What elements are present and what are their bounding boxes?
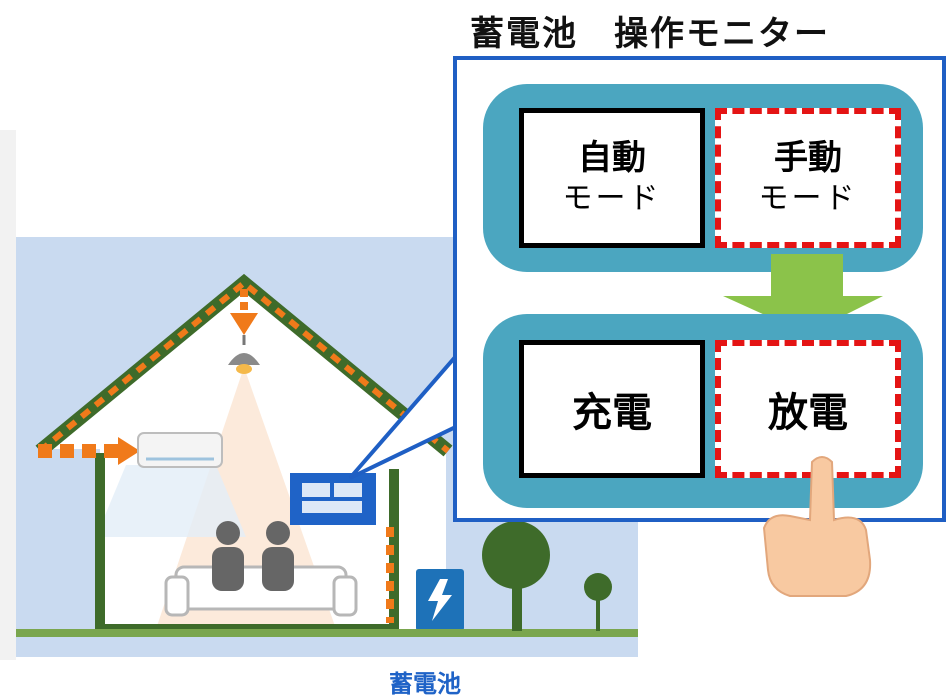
mode-panel: 自動 モード 手動 モード (483, 84, 923, 272)
battery-label: 蓄電池 (389, 670, 461, 698)
wall-monitor-screen-c (302, 501, 362, 513)
cool-air (96, 465, 246, 537)
wall-monitor (290, 473, 376, 525)
monitor-title: 蓄電池 操作モニター (470, 14, 830, 54)
auto-mode-sublabel: モード (562, 181, 662, 216)
person-left-head (216, 521, 240, 545)
wall-monitor-screen-a (302, 483, 330, 497)
sofa-arm-left (164, 575, 190, 617)
charge-label: 充電 (572, 390, 652, 436)
flower-head (584, 573, 612, 601)
charge-button[interactable]: 充電 (519, 340, 705, 478)
person-right-head (266, 521, 290, 545)
operation-monitor: 自動 モード 手動 モード 充電 放電 (453, 56, 946, 522)
arrow-to-ac (118, 437, 140, 465)
discharge-label: 放電 (768, 390, 848, 436)
auto-mode-label: 自動 (578, 138, 646, 178)
tree-crown (482, 521, 550, 589)
tree-trunk (512, 587, 522, 631)
lightning-icon (428, 579, 452, 621)
ground (16, 629, 638, 637)
manual-mode-sublabel: モード (758, 181, 858, 216)
action-panel: 充電 放電 (483, 314, 923, 508)
sofa (174, 565, 348, 611)
wall-monitor-screen-b (334, 483, 362, 497)
manual-mode-label: 手動 (774, 138, 842, 178)
auto-mode-button[interactable]: 自動 モード (519, 108, 705, 248)
person-left-body (212, 547, 244, 591)
discharge-button[interactable]: 放電 (715, 340, 901, 478)
house-illustration (16, 273, 638, 637)
arrow-to-lamp (230, 313, 258, 335)
lamp-bulb (236, 364, 252, 374)
air-conditioner (137, 432, 223, 468)
person-right-body (262, 547, 294, 591)
lamp-shade (228, 353, 260, 365)
left-background-strip (0, 130, 16, 660)
sofa-arm-right (332, 575, 358, 617)
manual-mode-button[interactable]: 手動 モード (715, 108, 901, 248)
